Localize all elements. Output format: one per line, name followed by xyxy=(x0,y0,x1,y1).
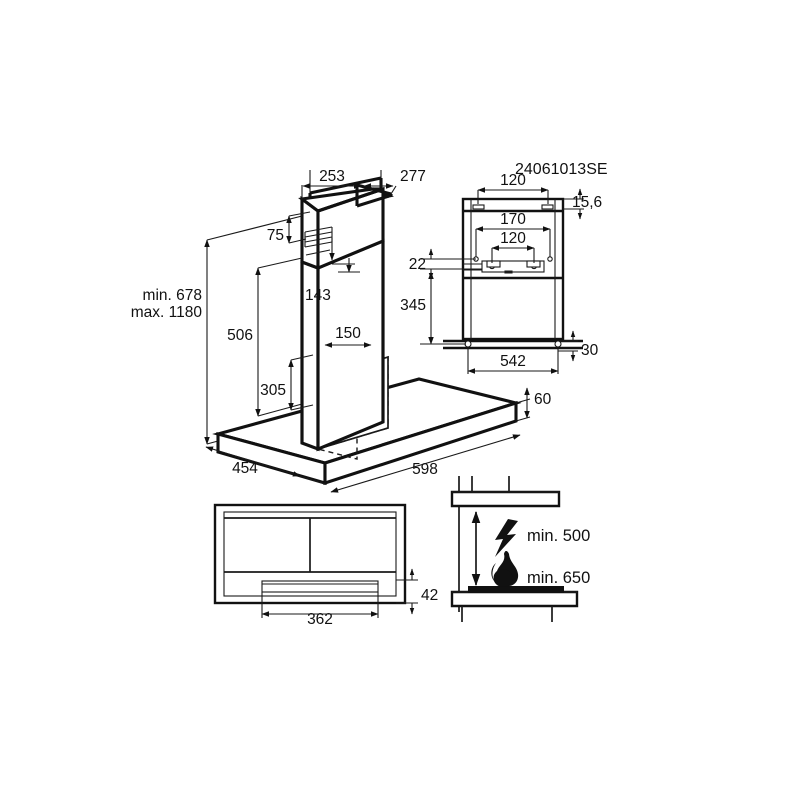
perspective-hood-view: 253 277 75 143 150 xyxy=(131,168,552,493)
dim-mid-bracket-outer: 170 xyxy=(475,211,551,257)
mid-bracket-plate xyxy=(481,260,545,273)
dim-upper-hole-spacing: 120 xyxy=(477,172,549,204)
dim-label-42: 42 xyxy=(421,587,438,604)
dim-canopy-depth: 454 xyxy=(205,446,326,485)
wall-template-view: 24061013SE xyxy=(400,161,608,374)
dim-label-598: 598 xyxy=(412,461,438,478)
dim-install-height: min. 678 max. 1180 xyxy=(131,215,303,445)
dim-bracket-to-lower-holes: 345 xyxy=(400,271,466,345)
dim-label-60: 60 xyxy=(534,391,552,408)
wall-anchor-right xyxy=(547,256,553,262)
lightning-bolt-icon xyxy=(495,519,518,557)
dim-chimney-top-right-width: 277 xyxy=(363,168,426,189)
dim-mid-bracket-inner: 120 xyxy=(491,230,535,263)
dim-chimney-height: 506 xyxy=(227,257,303,417)
control-strip xyxy=(261,580,379,593)
dim-grille-to-chimney: 143 xyxy=(305,238,360,304)
dim-control-panel-width: 362 xyxy=(261,592,379,628)
dim-label-150: 150 xyxy=(335,325,361,342)
upper-mount-slot-right xyxy=(541,204,554,210)
model-number-label: 24061013SE xyxy=(515,161,608,178)
upper-mount-slot-left xyxy=(472,204,485,210)
dim-motor-box-height: 305 xyxy=(260,354,314,411)
dim-label-min-height: min. 678 xyxy=(143,287,202,304)
dim-label-305: 305 xyxy=(260,382,286,399)
flame-icon xyxy=(491,550,519,587)
dim-label-75: 75 xyxy=(267,227,284,244)
dim-chimney-top-left-width: 253 xyxy=(302,168,362,189)
dim-label-253: 253 xyxy=(319,168,345,185)
dim-lower-hole-offset: 30 xyxy=(558,330,599,362)
dim-label-143: 143 xyxy=(305,287,331,304)
dim-label-506: 506 xyxy=(227,327,253,344)
dim-label-345: 345 xyxy=(400,297,426,314)
clearance-label-gas: min. 650 xyxy=(527,569,590,587)
dim-label-362: 362 xyxy=(307,611,333,628)
clearance-diagram: min. 500 min. 650 xyxy=(450,476,590,622)
dim-label-542: 542 xyxy=(500,353,526,370)
dim-canopy-width: 598 xyxy=(330,434,521,493)
dim-grille-offset-top: 75 xyxy=(267,211,311,244)
dim-label-22: 22 xyxy=(409,256,426,273)
dim-bracket-offset: 22 xyxy=(409,248,482,280)
dim-panel-height: 42 xyxy=(396,568,438,615)
dim-label-15-6: 15,6 xyxy=(572,194,602,211)
dim-lower-hole-spacing: 542 xyxy=(467,348,559,374)
dim-label-454: 454 xyxy=(232,460,258,477)
dim-label-max-height: max. 1180 xyxy=(131,304,203,321)
dim-label-170: 170 xyxy=(500,211,526,228)
dim-label-mid-120: 120 xyxy=(500,230,526,247)
dim-top-edge-to-hole: 15,6 xyxy=(563,188,602,220)
dim-duct-diameter: 150 xyxy=(324,325,372,348)
clearance-label-electric: min. 500 xyxy=(527,527,590,545)
front-elevation-view: 362 42 xyxy=(213,503,438,628)
dim-label-277: 277 xyxy=(400,168,426,185)
dim-canopy-thickness: 60 xyxy=(515,387,552,422)
chimney-upper xyxy=(298,186,395,271)
hob-plate xyxy=(468,586,564,593)
dim-label-upper-120: 120 xyxy=(500,172,526,189)
dim-label-30: 30 xyxy=(581,342,599,359)
lower-fixing-hole-right xyxy=(554,340,562,348)
